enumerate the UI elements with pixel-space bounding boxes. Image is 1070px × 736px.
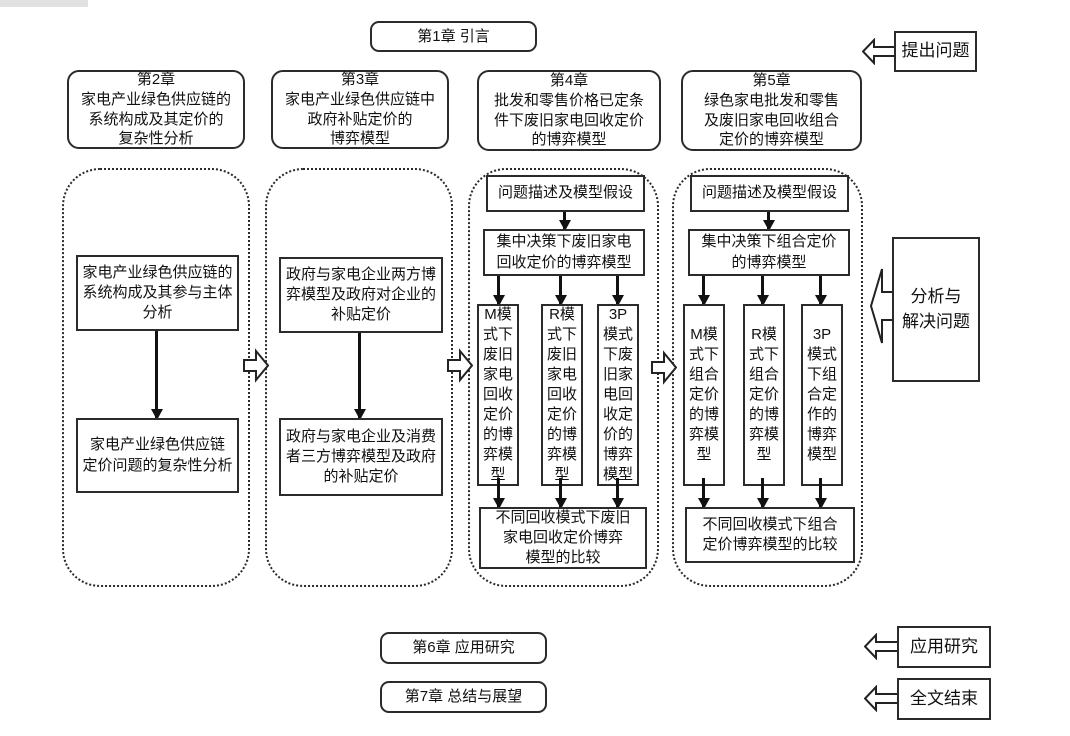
down-arrow — [555, 478, 567, 509]
down-arrow — [354, 333, 366, 420]
down-arrow — [698, 478, 710, 509]
chapter6-box: 第6章 应用研究 — [380, 632, 547, 664]
side-label-end: 全文结束 — [897, 678, 991, 720]
ch5-problem-box: 问题描述及模型假设 — [690, 175, 849, 212]
ch4-mode-3p-box: 3P模式下废旧家电回收定价的博弈模型 — [597, 304, 639, 486]
down-arrow — [151, 331, 163, 420]
down-arrow — [698, 276, 710, 306]
ch5-mode-m-box: M模式下组合定价的博弈模型 — [683, 304, 725, 486]
ch4-mode-m-box: M模式下废旧家电回收定价的博弈模型 — [477, 304, 519, 486]
side-label-propose: 提出问题 — [894, 31, 977, 72]
scan-artifact — [0, 0, 88, 7]
ch2-complexity-box: 家电产业绿色供应链 定价问题的复杂性分析 — [76, 418, 239, 493]
chapter1-box: 第1章 引言 — [370, 21, 537, 52]
chapter3-header: 第3章 家电产业绿色供应链中 政府补贴定价的 博弈模型 — [271, 70, 449, 149]
ch2-system-box: 家电产业绿色供应链的 系统构成及其参与主体 分析 — [76, 255, 239, 331]
chapter4-container — [468, 168, 659, 587]
ch5-mode-r-box: R模式下组合定价的博弈模型 — [743, 304, 785, 486]
chapter4-header: 第4章 批发和零售价格已定条 件下废旧家电回收定价 的博弈模型 — [477, 70, 661, 151]
left-arrow-icon — [864, 633, 898, 660]
chapter3-container — [265, 168, 453, 587]
chapter5-container — [672, 168, 863, 587]
left-arrow-icon — [864, 685, 898, 712]
ch5-central-box: 集中决策下组合定价 的博弈模型 — [688, 229, 850, 276]
left-arrow-icon — [862, 38, 896, 65]
ch3-two-party-box: 政府与家电企业两方博 弈模型及政府对企业的 补贴定价 — [279, 257, 443, 333]
down-arrow — [763, 212, 775, 231]
side-label-apply: 应用研究 — [897, 626, 991, 668]
ch5-mode-3p-box: 3P模式下组合定作的博弈模型 — [801, 304, 843, 486]
down-arrow — [559, 212, 571, 231]
flow-right-arrow-icon — [447, 348, 473, 383]
down-arrow — [612, 478, 624, 509]
ch4-compare-box: 不同回收模式下废旧 家电回收定价博弈 模型的比较 — [479, 507, 647, 569]
down-arrow — [493, 276, 505, 306]
flow-right-arrow-icon — [243, 348, 269, 383]
side-label-analyze: 分析与 解决问题 — [892, 237, 980, 382]
ch4-problem-box: 问题描述及模型假设 — [486, 175, 645, 212]
chapter7-box: 第7章 总结与展望 — [380, 681, 547, 713]
ch4-mode-r-box: R模式下废旧家电回收定价的博弈模型 — [541, 304, 583, 486]
chapter2-container — [62, 168, 250, 587]
ch3-three-party-box: 政府与家电企业及消费 者三方博弈模型及政府 的补贴定价 — [279, 418, 443, 496]
flow-right-arrow-icon — [651, 350, 677, 385]
down-arrow — [612, 276, 624, 306]
ch4-central-box: 集中决策下废旧家电 回收定价的博弈模型 — [483, 229, 645, 276]
down-arrow — [757, 276, 769, 306]
down-arrow — [815, 478, 827, 509]
chapter2-header: 第2章 家电产业绿色供应链的 系统构成及其定价的 复杂性分析 — [67, 70, 245, 149]
down-arrow — [493, 478, 505, 509]
down-arrow — [555, 276, 567, 306]
down-arrow — [815, 276, 827, 306]
left-arrow-icon — [870, 268, 895, 344]
ch5-compare-box: 不同回收模式下组合 定价博弈模型的比较 — [685, 507, 855, 563]
down-arrow — [757, 478, 769, 509]
chapter5-header: 第5章 绿色家电批发和零售 及废旧家电回收组合 定价的博弈模型 — [681, 70, 862, 151]
